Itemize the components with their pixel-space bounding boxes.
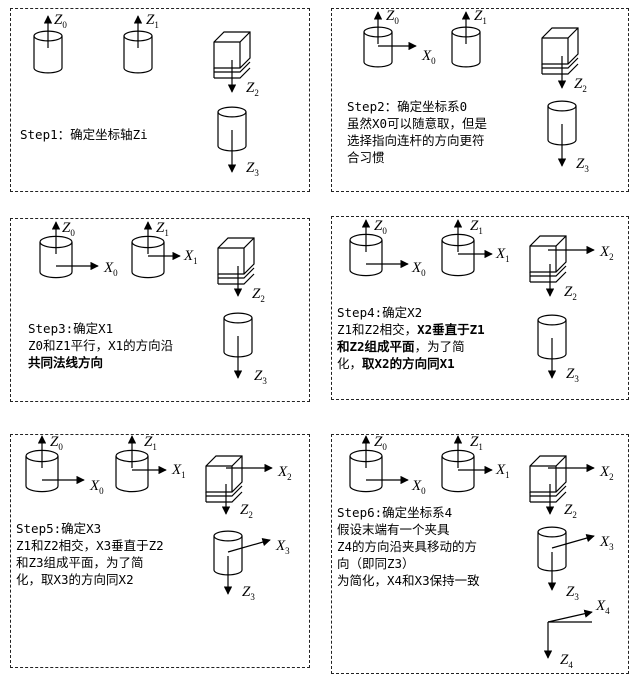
p3-z3-label: Z3 <box>254 368 267 386</box>
p2-joint-2 <box>541 27 579 75</box>
p6-z3-label: Z3 <box>566 584 579 602</box>
step6-line-3: Z4的方向沿夹具移动的方 <box>337 539 478 554</box>
p5-x1-label: X1 <box>171 462 186 480</box>
step6-line-1: Step6:确定坐标系4 <box>337 505 453 520</box>
p4-z2-label: Z2 <box>564 284 577 302</box>
p6-x2-label: X2 <box>599 464 614 482</box>
p6-z1-label: Z1 <box>470 434 483 452</box>
p5-x3-axis <box>227 538 271 553</box>
p3-z2-label: Z2 <box>252 286 265 304</box>
p2-x0-label: X0 <box>421 48 436 66</box>
p5-x0-label: X0 <box>89 478 104 496</box>
p6-z0-label: Z0 <box>374 434 387 452</box>
p5-z0-label: Z0 <box>50 434 63 452</box>
p6-x3-label: X3 <box>599 534 614 552</box>
p6-z2-label: Z2 <box>564 502 577 520</box>
p1-z0-label: Z0 <box>54 12 67 30</box>
step5-line-1: Step5:确定X3 <box>16 521 102 536</box>
step5-line-2: Z1和Z2相交，X3垂直于Z2 <box>16 538 164 553</box>
step1-text: Step1：确定坐标轴Zi <box>20 126 148 143</box>
step4-line-4: 化，取X2的方向同X1 <box>337 356 455 371</box>
step2-line-2: 虽然X0可以随意取，但是 <box>347 116 488 131</box>
step3-line-1: Step3:确定X1 <box>28 321 114 336</box>
p6-x0-label: X0 <box>411 478 426 496</box>
p4-z0-label: Z0 <box>374 218 387 236</box>
step2-line-4: 合习惯 <box>347 150 385 165</box>
p5-joint-2 <box>205 455 243 503</box>
step5-text: Step5:确定X3 Z1和Z2相交，X3垂直于Z2 和Z3组成平面，为了简 化… <box>16 520 164 588</box>
p3-x1-label: X1 <box>183 248 198 266</box>
p4-z3-label: Z3 <box>566 366 579 384</box>
panel-step6 <box>331 434 629 674</box>
p1-joint-2 <box>213 31 251 79</box>
p5-z1-label: Z1 <box>144 434 157 452</box>
p4-joint-2 <box>529 235 567 283</box>
step3-line-2: Z0和Z1平行，X1的方向沿 <box>28 338 174 353</box>
p4-x0-label: X0 <box>411 260 426 278</box>
p6-x4-label: X4 <box>595 598 610 616</box>
p6-x4-axis <box>547 609 593 623</box>
step6-line-5: 为简化，X4和X3保持一致 <box>337 573 480 588</box>
p3-z0-label: Z0 <box>62 220 75 238</box>
step3-text: Step3:确定X1 Z0和Z1平行，X1的方向沿 共同法线方向 <box>28 320 173 371</box>
step4-text: Step4:确定X2 Z1和Z2相交，X2垂直于Z1 和Z2组成平面，为了简 化… <box>337 304 485 372</box>
step5-line-4: 化，取X3的方向同X2 <box>16 572 134 587</box>
p5-z2-label: Z2 <box>240 502 253 520</box>
step2-line-1: Step2：确定坐标系0 <box>347 99 468 114</box>
p6-x1-label: X1 <box>495 462 510 480</box>
panel-step5 <box>10 434 310 668</box>
p5-x3-label: X3 <box>275 538 290 556</box>
panel-step4 <box>331 216 629 400</box>
p2-z2-label: Z2 <box>574 76 587 94</box>
step2-text: Step2：确定坐标系0 虽然X0可以随意取，但是 选择指向连杆的方向更符 合习… <box>347 98 487 166</box>
p6-z4-label: Z4 <box>560 652 573 670</box>
p1-z1-label: Z1 <box>146 12 159 30</box>
p6-x3-axis <box>551 534 595 549</box>
p2-z0-label: Z0 <box>386 8 399 26</box>
step6-text: Step6:确定坐标系4 假设末端有一个夹具 Z4的方向沿夹具移动的方 向（即同… <box>337 504 480 589</box>
p3-x0-label: X0 <box>103 260 118 278</box>
p1-z2-label: Z2 <box>246 80 259 98</box>
step4-line-1: Step4:确定X2 <box>337 305 423 320</box>
step5-line-3: 和Z3组成平面，为了简 <box>16 555 144 570</box>
p3-cylinder-3 <box>223 312 253 358</box>
p5-x2-label: X2 <box>277 464 292 482</box>
p4-x2-label: X2 <box>599 244 614 262</box>
step6-line-2: 假设末端有一个夹具 <box>337 522 450 537</box>
p3-joint-2 <box>217 237 255 285</box>
p3-z1-label: Z1 <box>156 220 169 238</box>
step6-line-4: 向（即同Z3） <box>337 556 415 571</box>
panel-step2 <box>331 8 629 192</box>
step2-line-3: 选择指向连杆的方向更符 <box>347 133 485 148</box>
step1-line-1: Step1：确定坐标轴Zi <box>20 127 148 142</box>
p4-z1-label: Z1 <box>470 218 483 236</box>
p4-x1-label: X1 <box>495 246 510 264</box>
step4-line-3: 和Z2组成平面，为了简 <box>337 339 465 354</box>
panel-step1 <box>10 8 310 192</box>
step3-line-3: 共同法线方向 <box>28 355 104 370</box>
panel-step3 <box>10 218 310 402</box>
p6-joint-2 <box>529 455 567 503</box>
p5-z3-label: Z3 <box>242 584 255 602</box>
step4-line-2: Z1和Z2相交，X2垂直于Z1 <box>337 322 485 337</box>
p2-z3-label: Z3 <box>576 156 589 174</box>
p1-z3-label: Z3 <box>246 160 259 178</box>
p2-z1-label: Z1 <box>474 8 487 26</box>
